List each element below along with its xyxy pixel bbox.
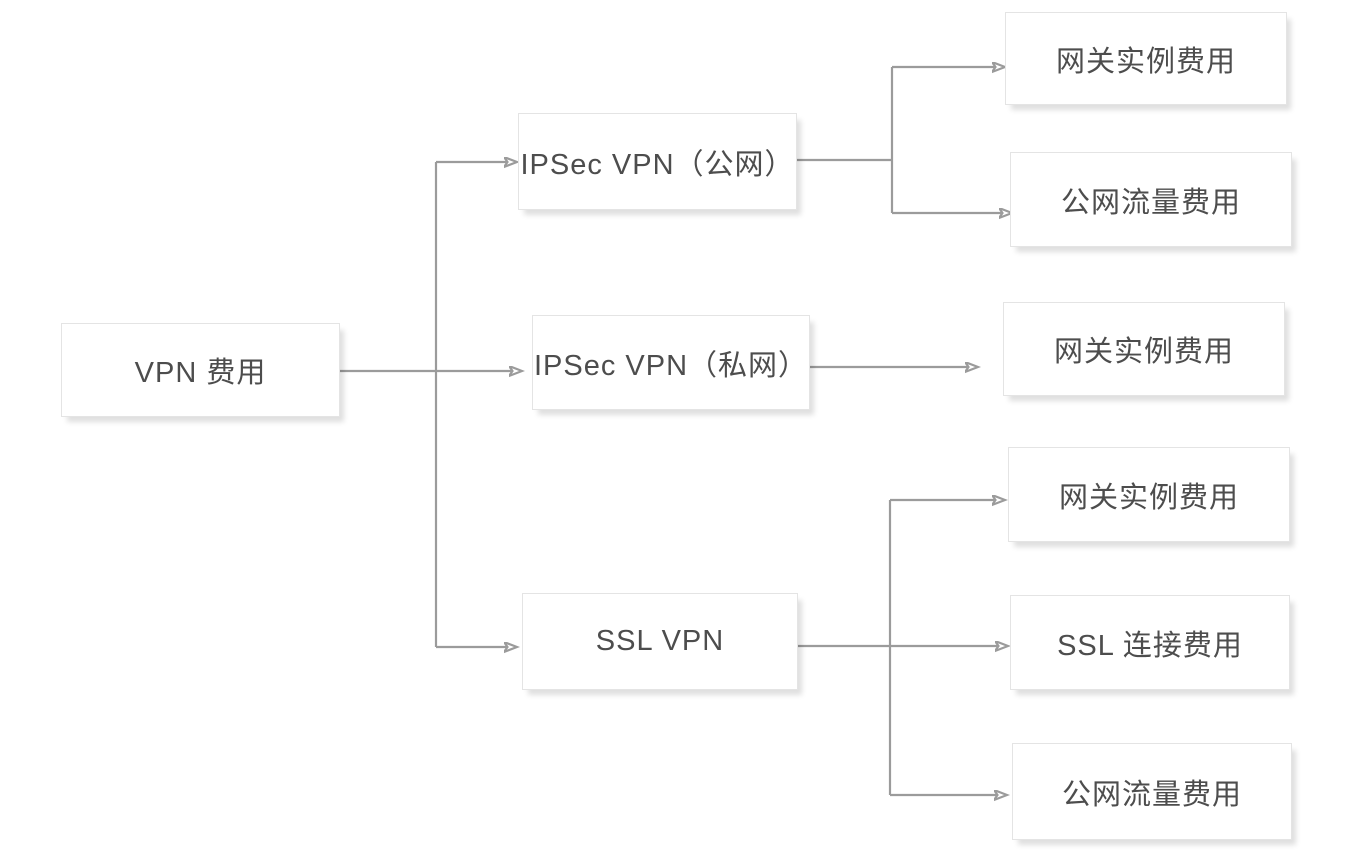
node-ipsec-vpn-public: IPSec VPN（公网） (518, 113, 797, 210)
node-gateway-instance-fee-2: 网关实例费用 (1003, 302, 1285, 396)
node-ssl-vpn: SSL VPN (522, 593, 798, 690)
node-vpn-cost: VPN 费用 (61, 323, 340, 417)
node-public-traffic-fee-1: 公网流量费用 (1010, 152, 1292, 247)
node-gateway-instance-fee-1: 网关实例费用 (1005, 12, 1287, 105)
node-public-traffic-fee-2: 公网流量费用 (1012, 743, 1292, 840)
node-gateway-instance-fee-3: 网关实例费用 (1008, 447, 1290, 542)
node-ipsec-vpn-private: IPSec VPN（私网） (532, 315, 810, 410)
node-ssl-connection-fee: SSL 连接费用 (1010, 595, 1290, 690)
